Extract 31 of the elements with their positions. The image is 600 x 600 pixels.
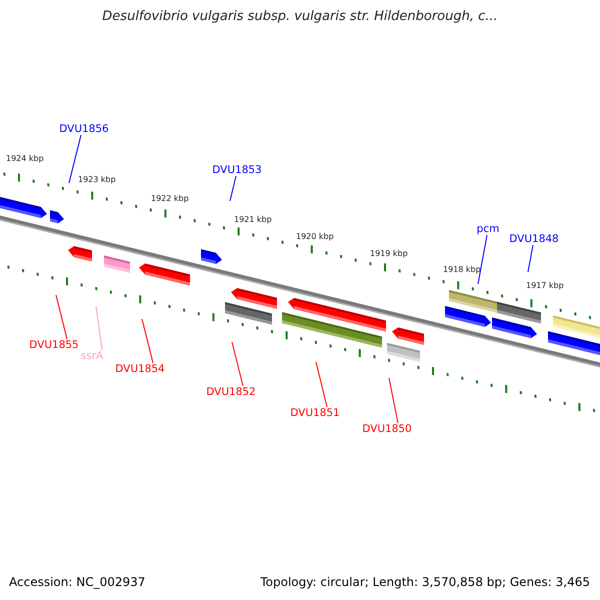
accession-label: Accession: NC_002937 [9, 575, 146, 589]
scale-label: 1917 kbp [526, 281, 564, 290]
gene-label: DVU1856 [59, 123, 109, 135]
leader-line [96, 306, 103, 350]
leader-line [316, 362, 328, 408]
leader-line [478, 234, 488, 284]
gene-label: DVU1851 [290, 407, 340, 419]
scale-label: 1922 kbp [151, 194, 189, 203]
gene-label: DVU1855 [29, 339, 79, 351]
scale-label: 1924 kbp [6, 154, 44, 163]
title: Desulfovibrio vulgaris subsp. vulgaris str. Hildenborough, c... [101, 9, 499, 24]
scale-label: 1918 kbp [443, 265, 481, 274]
leader-line [56, 294, 68, 340]
leader-line [142, 318, 154, 364]
gene-label: DVU1853 [212, 164, 262, 176]
genome-info-label: Topology: circular; Length: 3,570,858 bp; Genes: 3,465 [260, 575, 590, 589]
leader-line [230, 176, 236, 202]
leader-line [528, 244, 534, 272]
leader-line [388, 378, 398, 424]
gene-label: DVU1850 [362, 423, 412, 435]
scale-label: 1923 kbp [78, 175, 116, 184]
gene-label: DVU1848 [509, 233, 559, 245]
gene-label: ssrA [80, 350, 104, 362]
scale-label: 1919 kbp [370, 249, 408, 258]
gene-label: DVU1854 [115, 363, 165, 375]
gene-label: DVU1852 [206, 386, 256, 398]
scale-label: 1921 kbp [234, 215, 272, 224]
gene-label: pcm [476, 223, 500, 235]
scale-label: 1920 kbp [296, 232, 334, 241]
leader-line [232, 342, 244, 386]
leader-line [68, 134, 82, 184]
